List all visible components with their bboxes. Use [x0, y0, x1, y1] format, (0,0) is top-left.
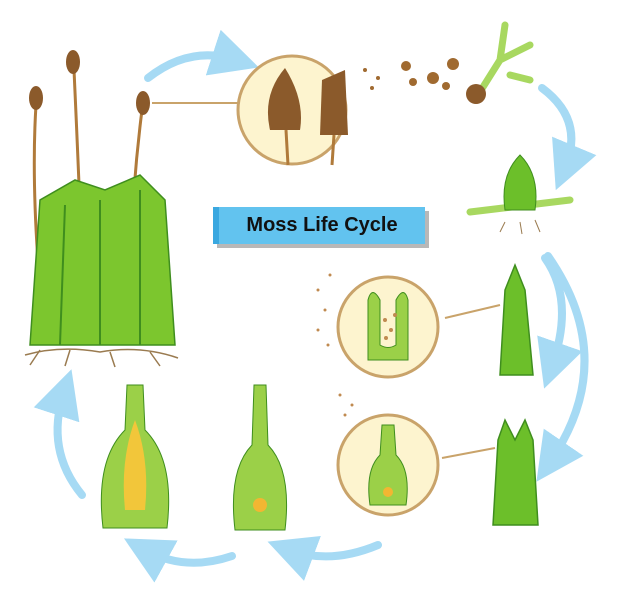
arrow-to-female — [536, 252, 589, 482]
capsule-icon — [66, 50, 80, 74]
protonema-illustration — [466, 21, 534, 104]
arrow-to-fertilization — [267, 535, 382, 581]
male-gametophyte-plant — [444, 262, 534, 376]
diagram-title-banner: Moss Life Cycle — [213, 207, 425, 244]
arrow-to-gametophyte — [538, 84, 597, 191]
capsule-closeup-circle — [236, 54, 348, 166]
diagram-title: Moss Life Cycle — [246, 214, 398, 236]
capsule-icon — [136, 91, 150, 115]
spores-illustration — [363, 58, 459, 90]
female-gametophyte-plant — [441, 418, 539, 526]
female-organ-circle — [336, 413, 440, 517]
young-gametophyte-illustration — [466, 154, 574, 235]
cycle-arrows — [33, 29, 597, 583]
male-organ-circle — [336, 275, 440, 379]
capsule-icon — [29, 86, 43, 110]
fertilized-archegonium — [232, 384, 288, 531]
arrow-to-mature — [33, 369, 86, 499]
sperm-dots — [316, 273, 354, 417]
arrow-to-sporophyte — [123, 538, 236, 583]
arrow-to-capsule — [144, 29, 259, 82]
developing-sporophyte — [100, 384, 170, 529]
mature-moss-illustration — [24, 50, 240, 368]
